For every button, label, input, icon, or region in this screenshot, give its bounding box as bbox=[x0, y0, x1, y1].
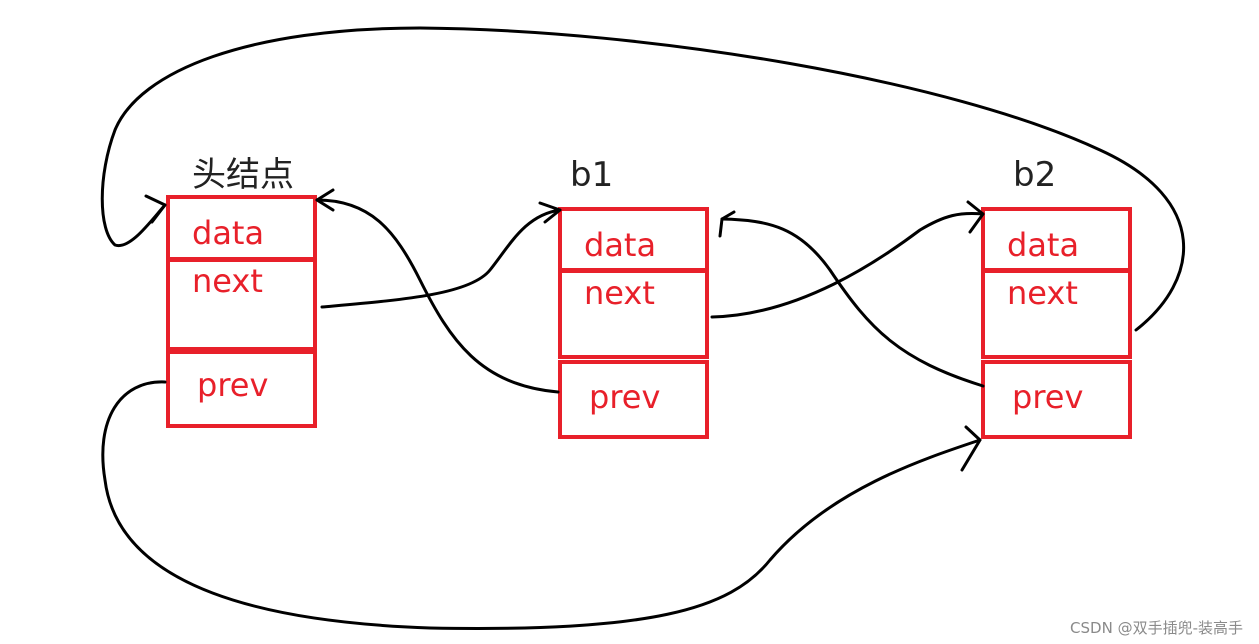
arrowhead-b2-next-to-head bbox=[144, 194, 167, 224]
arrow-b2-next-to-head bbox=[100, 26, 1186, 332]
head-next-label: next bbox=[192, 262, 263, 300]
b2-next-label: next bbox=[1007, 274, 1078, 312]
arrow-head-prev-to-b2 bbox=[101, 380, 982, 630]
head-prev-box bbox=[166, 350, 317, 428]
b1-prev-box bbox=[558, 360, 709, 439]
arrowhead-head-next-to-b1 bbox=[538, 201, 562, 224]
b2-prev-label: prev bbox=[1012, 378, 1083, 416]
b2-prev-box bbox=[981, 360, 1132, 439]
node-b2: data next prev bbox=[981, 207, 1132, 439]
arrow-b1-prev-to-head bbox=[315, 198, 560, 394]
arrowhead-head-prev-to-b2 bbox=[960, 425, 982, 472]
node-title-b2: b2 bbox=[1013, 155, 1056, 195]
arrowhead-b2-prev-to-b1 bbox=[718, 210, 736, 238]
b1-data-label: data bbox=[584, 226, 656, 264]
head-prev-label: prev bbox=[197, 366, 268, 404]
head-data-label: data bbox=[192, 214, 264, 252]
node-title-head: 头结点 bbox=[192, 155, 294, 195]
arrowhead-b1-prev-to-head bbox=[315, 188, 335, 212]
b2-data-label: data bbox=[1007, 226, 1079, 264]
node-title-b1: b1 bbox=[570, 155, 613, 195]
arrow-head-next-to-b1 bbox=[320, 208, 562, 309]
arrow-b1-next-to-b2 bbox=[710, 211, 985, 319]
b1-next-label: next bbox=[584, 274, 655, 312]
watermark: CSDN @双手插兜-装高手 bbox=[1070, 619, 1243, 637]
b2-next-box bbox=[981, 269, 1132, 359]
b1-next-box bbox=[558, 269, 709, 359]
head-next-box bbox=[166, 258, 317, 351]
b1-prev-label: prev bbox=[589, 378, 660, 416]
node-b1: data next prev bbox=[558, 207, 709, 439]
arrowhead-b1-next-to-b2 bbox=[966, 200, 985, 234]
arrow-b2-prev-to-b1 bbox=[720, 217, 985, 388]
node-head: data next prev bbox=[166, 195, 317, 428]
